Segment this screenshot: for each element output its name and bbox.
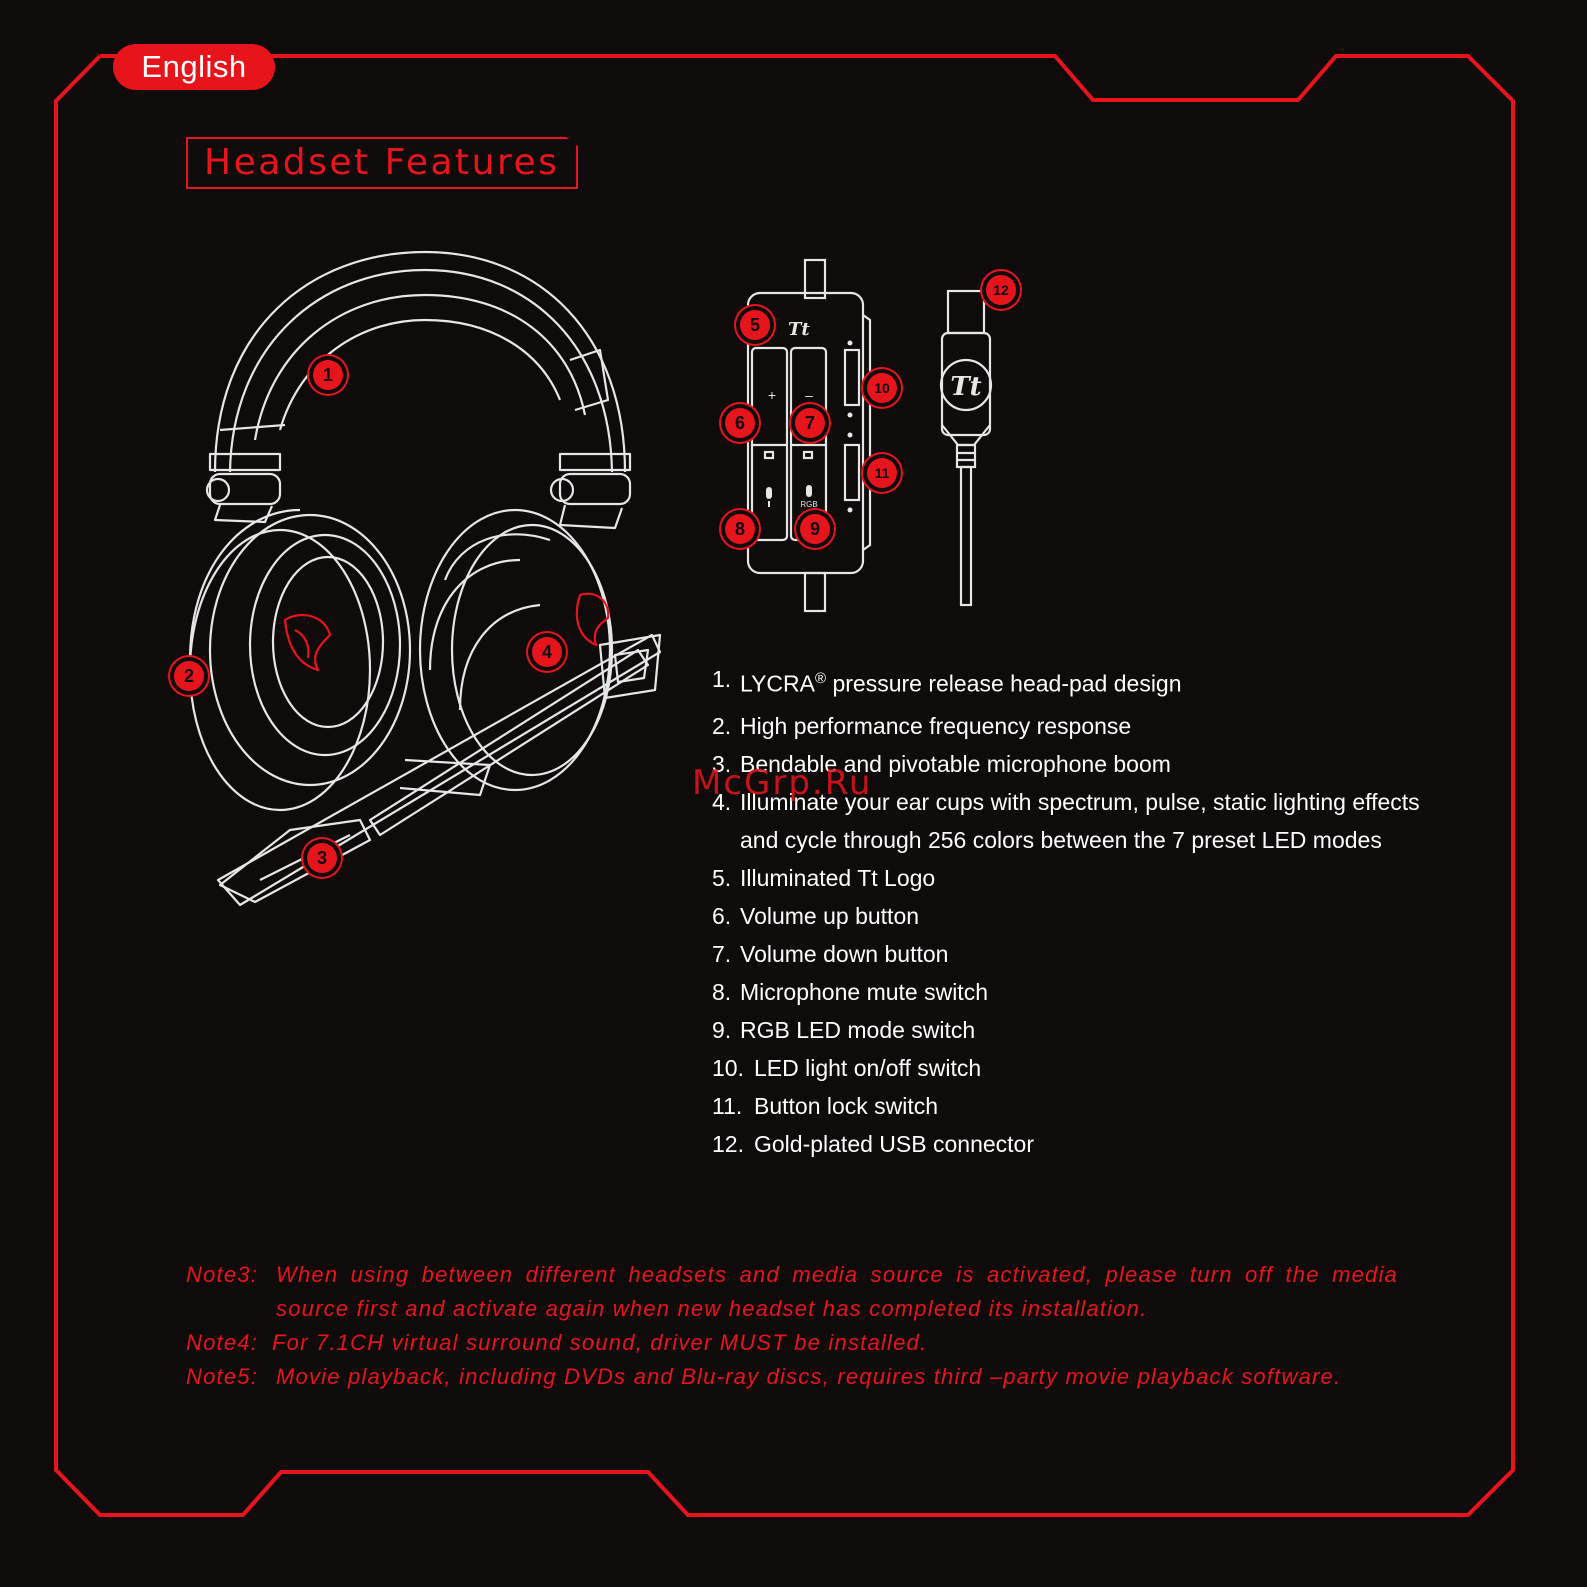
usb-tt-logo: Tt <box>950 372 981 402</box>
feature-number: 6. <box>712 902 732 929</box>
feature-item: 8. Microphone mute switch <box>712 973 1432 1011</box>
feature-item: 1. LYCRA® pressure release head-pad desig… <box>712 660 1432 703</box>
feature-text: Illuminate your ear cups with spectrum, … <box>740 788 1420 853</box>
note-3: Note3: When using between different head… <box>186 1258 1398 1326</box>
note-4: Note4: For 7.1CH virtual surround sound,… <box>186 1326 1398 1360</box>
notes-section: Note3: When using between different head… <box>186 1258 1398 1394</box>
feature-text: High performance frequency response <box>740 712 1132 739</box>
callout-2: 2 <box>174 661 204 691</box>
feature-text: Button lock switch <box>754 1092 939 1119</box>
feature-text: LYCRA <box>740 670 815 697</box>
note-label: Note3: <box>186 1262 259 1287</box>
feature-list: 1. LYCRA® pressure release head-pad desig… <box>712 660 1432 1163</box>
usb-connector-illustration: Tt <box>939 289 993 607</box>
feature-item: 5. Illuminated Tt Logo <box>712 859 1432 897</box>
feature-item: 12. Gold-plated USB connector <box>712 1125 1432 1163</box>
volume-minus-symbol: – <box>805 387 813 403</box>
note-label: Note5: <box>186 1364 259 1389</box>
feature-item: 3. Bendable and pivotable microphone boom <box>712 745 1432 783</box>
callout-3: 3 <box>307 843 337 873</box>
remote-tt-logo: Tt <box>788 319 810 340</box>
feature-number: 9. <box>712 1016 732 1043</box>
feature-text: Bendable and pivotable microphone boom <box>740 750 1171 777</box>
frame-outline <box>54 54 1515 1517</box>
note-text: When using between different headsets an… <box>276 1262 1398 1321</box>
mic-icon <box>766 487 772 507</box>
feature-number: 1. <box>712 666 732 692</box>
section-title: Headset Features <box>186 137 578 189</box>
callout-7: 7 <box>795 408 825 438</box>
callout-12: 12 <box>986 275 1016 305</box>
note-text: For 7.1CH virtual surround sound, driver… <box>272 1330 928 1355</box>
feature-text: LED light on/off switch <box>754 1054 982 1081</box>
callout-5: 5 <box>740 310 770 340</box>
feature-text: Volume down button <box>740 940 949 967</box>
feature-superscript: ® <box>815 670 827 687</box>
volume-plus-symbol: + <box>768 387 776 403</box>
feature-item: 2. High performance frequency response <box>712 707 1432 745</box>
feature-item: 9. RGB LED mode switch <box>712 1011 1432 1049</box>
note-5: Note5: Movie playback, including DVDs an… <box>186 1360 1398 1394</box>
feature-number: 7. <box>712 940 732 967</box>
note-text: Movie playback, including DVDs and Blu-r… <box>276 1364 1342 1389</box>
rgb-label: RGB <box>800 500 817 509</box>
feature-number: 10. <box>712 1054 744 1081</box>
callout-10: 10 <box>867 373 897 403</box>
feature-text-cont: pressure release head-pad design <box>826 670 1182 697</box>
feature-number: 5. <box>712 864 732 891</box>
feature-number: 3. <box>712 750 732 777</box>
feature-number: 8. <box>712 978 732 1005</box>
led-icon <box>806 485 812 497</box>
note-label: Note4: <box>186 1330 259 1355</box>
language-badge: English <box>113 44 275 90</box>
feature-text: Gold-plated USB connector <box>754 1130 1034 1157</box>
switch-indicator-icons <box>847 340 853 513</box>
callout-1: 1 <box>313 360 343 390</box>
feature-item: 6. Volume up button <box>712 897 1432 935</box>
feature-number: 12. <box>712 1130 744 1157</box>
callout-8: 8 <box>725 514 755 544</box>
feature-number: 11. <box>712 1092 743 1119</box>
feature-number: 2. <box>712 712 732 739</box>
feature-item: 4. Illuminate your ear cups with spectrum… <box>712 783 1420 859</box>
callout-4: 4 <box>532 637 562 667</box>
feature-item: 10. LED light on/off switch <box>712 1049 1432 1087</box>
headset-illustration <box>188 250 662 907</box>
feature-text: Illuminated Tt Logo <box>740 864 936 891</box>
feature-number: 4. <box>712 788 732 815</box>
feature-text: Volume up button <box>740 902 920 929</box>
feature-text: Microphone mute switch <box>740 978 988 1005</box>
callout-6: 6 <box>725 408 755 438</box>
feature-text: RGB LED mode switch <box>740 1016 976 1043</box>
feature-item: 11. Button lock switch <box>712 1087 1432 1125</box>
watermark: McGrp.Ru <box>692 763 873 803</box>
callout-9: 9 <box>800 514 830 544</box>
callout-11: 11 <box>867 458 897 488</box>
feature-item: 7. Volume down button <box>712 935 1432 973</box>
